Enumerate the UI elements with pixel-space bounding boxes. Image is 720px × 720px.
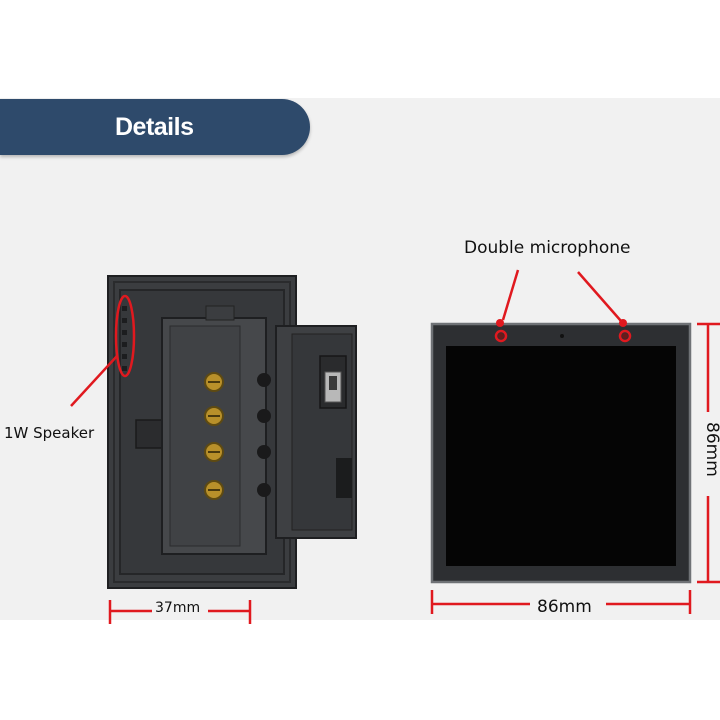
speaker-pointer <box>70 355 118 407</box>
header-title: Details <box>115 113 194 141</box>
touch-screen <box>446 346 676 566</box>
width-dimension <box>430 590 692 614</box>
microphone-label: Double microphone <box>464 238 631 258</box>
details-header-tab <box>0 99 310 155</box>
depth-dimension <box>108 600 252 624</box>
device-side-view <box>107 275 357 589</box>
width-label: 86mm <box>537 597 592 617</box>
depth-label: 37mm <box>155 600 201 616</box>
terminal-screws <box>204 372 224 500</box>
height-dimension <box>697 322 720 584</box>
device-front-view <box>430 322 692 584</box>
speaker-grille <box>122 306 127 371</box>
terminal-holes <box>257 373 271 497</box>
microphone-markers <box>494 269 632 343</box>
height-label: 86mm <box>702 422 720 477</box>
speaker-highlight <box>114 294 136 378</box>
speaker-label: 1W Speaker <box>4 424 95 442</box>
